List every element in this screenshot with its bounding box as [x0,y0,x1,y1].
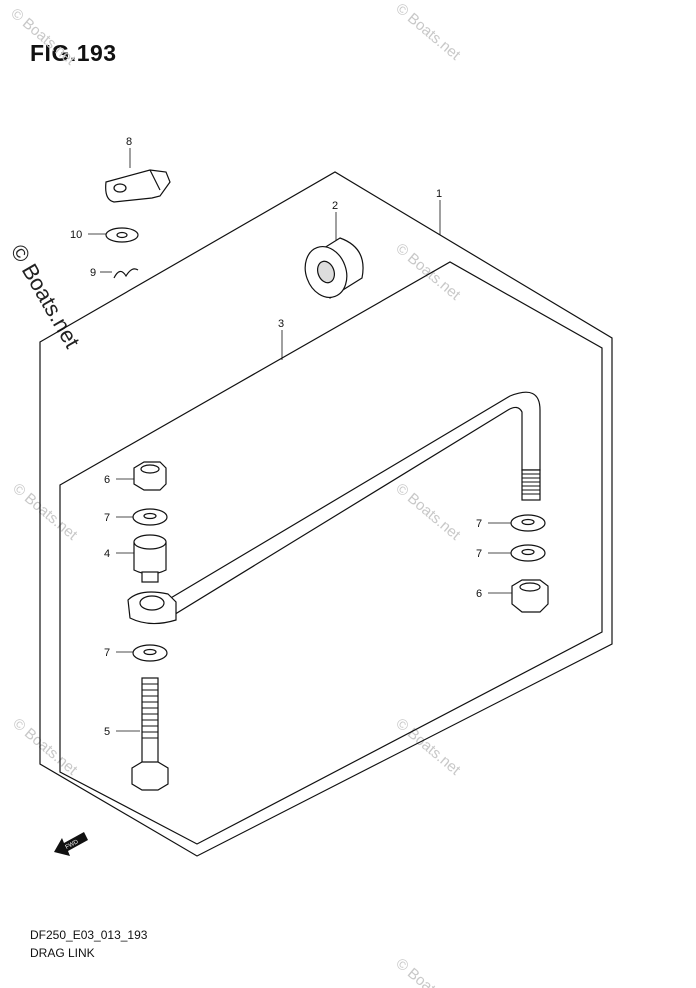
part-5-bolt [131,677,169,791]
part-10-washer [105,227,139,243]
part-2-bushing [304,237,364,299]
figure-name: DRAG LINK [30,946,95,960]
callout-7-left-lower: 7 [104,647,110,659]
watermark: © Boats.net [392,480,464,544]
callout-8: 8 [126,136,132,148]
part-7-washer-right-lower [510,544,546,562]
fwd-arrow-icon: FWD [54,832,88,856]
part-6-nut-left [133,461,167,491]
watermark: © Boats.net [392,240,464,304]
part-7-washer-left-lower [132,644,168,662]
watermark: © Boats.net [9,715,81,779]
inner-frame [59,261,603,845]
part-4-collar [133,534,167,583]
part-7-washer-left-upper [132,508,168,526]
callout-6-left: 6 [104,474,110,486]
part-6-nut-right [511,579,549,613]
callout-4: 4 [104,548,110,560]
callout-1: 1 [436,188,442,200]
part-8-bracket [105,169,171,203]
callout-6-right: 6 [476,588,482,600]
watermark: © Boats.net [9,480,81,544]
watermark: © Boats.net [392,955,464,988]
part-3-drag-link [127,391,541,625]
leader-lines [88,148,512,732]
callout-5: 5 [104,726,110,738]
callout-9: 9 [90,267,96,279]
part-7-washer-right-upper [510,514,546,532]
figure-title: FIG.193 [30,40,117,66]
callout-3: 3 [278,318,284,330]
figure-code: DF250_E03_013_193 [30,928,148,942]
watermark: © Boats.net [392,0,464,64]
callout-7-right-lower: 7 [476,548,482,560]
callout-7-left-upper: 7 [104,512,110,524]
watermark: © Boats.net [7,5,79,69]
callout-10: 10 [70,229,82,241]
outer-frame [39,171,613,857]
callout-2: 2 [332,200,338,212]
part-9-cotter-pin [113,268,139,279]
watermark-dark: © Boats.net [6,240,85,352]
callout-7-right-upper: 7 [476,518,482,530]
